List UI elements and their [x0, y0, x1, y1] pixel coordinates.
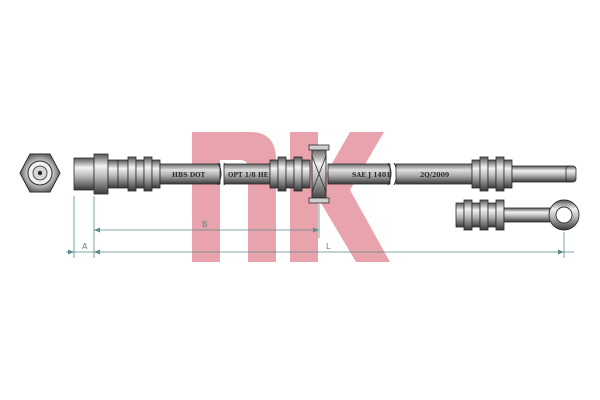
logo-letter-n — [192, 132, 276, 262]
hose-marking-4: 2Q/2009 — [420, 172, 449, 179]
dimension-lines — [66, 196, 574, 258]
hose-marking-2: OPT 1/8 HE — [228, 172, 269, 179]
brake-hose-assembly — [73, 144, 577, 204]
banjo-fitting-icon — [455, 199, 580, 231]
hose-marking-1: HBS DOT — [172, 172, 205, 179]
hose-end-fitting-icon — [19, 153, 61, 193]
hose-marking-3: SAE J 1401 — [352, 172, 390, 179]
mounting-bracket-icon — [308, 144, 330, 204]
logo-letter-k — [290, 132, 390, 262]
dimension-label-a: A — [82, 242, 88, 251]
dimension-label-b: B — [202, 220, 208, 229]
dimension-label-l: L — [326, 242, 331, 251]
nk-logo — [192, 132, 390, 262]
